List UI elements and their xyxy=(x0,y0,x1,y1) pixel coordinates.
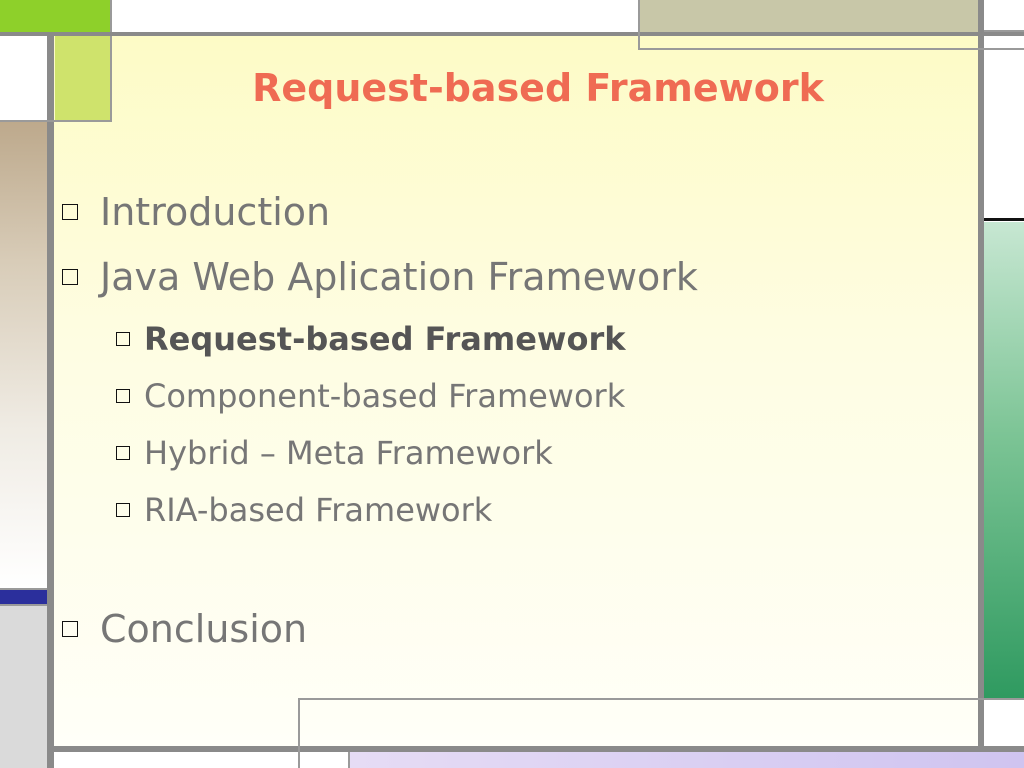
frame-divider-top-green xyxy=(110,0,112,32)
decor-block-left-tan xyxy=(0,122,47,588)
outline-item-label: Conclusion xyxy=(100,607,308,651)
square-bullet-icon xyxy=(62,269,78,285)
outline-subitem-ria-based: RIA-based Framework xyxy=(116,491,492,529)
square-bullet-icon xyxy=(62,621,78,637)
frame-line-left xyxy=(47,32,54,768)
frame-line-top xyxy=(0,32,1024,36)
frame-line-left-upper xyxy=(0,120,112,122)
square-bullet-icon xyxy=(62,204,78,220)
decor-block-top-khaki xyxy=(640,0,978,32)
frame-line-lavender-left xyxy=(348,752,350,768)
square-bullet-icon xyxy=(116,446,130,460)
square-bullet-icon xyxy=(116,332,130,346)
decor-block-left-grey xyxy=(0,606,47,768)
slide-title: Request-based Framework xyxy=(252,66,824,110)
slide-content-panel xyxy=(54,36,978,746)
frame-line-right-top xyxy=(984,30,1024,32)
frame-line-left-grey xyxy=(0,604,47,606)
outline-item-conclusion: Conclusion xyxy=(62,607,307,651)
outline-subitem-request-based: Request-based Framework xyxy=(116,320,626,358)
square-bullet-icon xyxy=(116,389,130,403)
decor-block-right-green xyxy=(984,222,1024,698)
outline-item-label: Hybrid – Meta Framework xyxy=(144,434,553,472)
outline-item-label: Introduction xyxy=(100,190,331,234)
outline-subitem-component-based: Component-based Framework xyxy=(116,377,625,415)
decor-block-bottom-lavender xyxy=(350,752,1024,768)
frame-line-bottom xyxy=(47,746,1024,752)
outline-subitem-hybrid-meta: Hybrid – Meta Framework xyxy=(116,434,553,472)
decor-block-left-blue xyxy=(0,590,47,604)
outline-item-label: Component-based Framework xyxy=(144,377,626,415)
frame-line-bottom-vertical xyxy=(298,698,300,768)
frame-line-bottom-horizontal xyxy=(298,698,1024,700)
outline-item-label: RIA-based Framework xyxy=(144,491,493,529)
decor-block-top-green xyxy=(0,0,110,32)
frame-line-khaki-left xyxy=(638,0,640,50)
frame-line-khaki-bottom xyxy=(638,48,1024,50)
decor-block-light-green xyxy=(55,36,110,120)
outline-item-label: Request-based Framework xyxy=(144,320,626,358)
square-bullet-icon xyxy=(116,503,130,517)
frame-line-right xyxy=(978,0,984,750)
decor-line-right-black xyxy=(980,218,1024,221)
outline-item-java-web-framework: Java Web Aplication Framework xyxy=(62,255,698,299)
outline-item-introduction: Introduction xyxy=(62,190,330,234)
outline-item-label: Java Web Aplication Framework xyxy=(100,255,698,299)
frame-divider-light-green xyxy=(110,36,112,120)
frame-line-left-lower xyxy=(0,588,47,590)
